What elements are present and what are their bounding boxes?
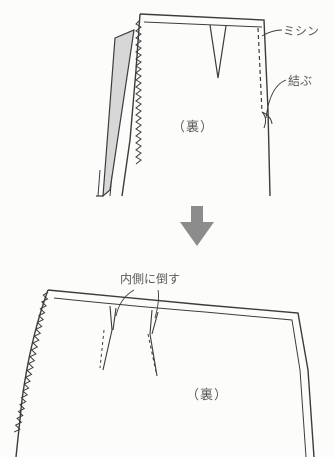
bottom-zigzag-edge	[13, 291, 49, 433]
inner-facing-panel	[102, 29, 135, 198]
dart	[209, 24, 227, 79]
dart-stitches	[99, 329, 157, 373]
bottom-waistline	[53, 297, 307, 457]
fold-leader-2	[154, 289, 160, 319]
top-skirt-panel	[96, 13, 287, 198]
machine-leader	[261, 29, 283, 37]
folded-dart-2	[149, 309, 159, 377]
folded-dart-1	[102, 305, 117, 371]
bottom-skirt-panel	[13, 289, 315, 457]
zigzag-overlock-edge	[135, 19, 142, 165]
stitch-line	[257, 27, 263, 113]
hem-lines	[97, 169, 113, 197]
down-arrow	[180, 206, 214, 246]
knot-leader	[265, 79, 287, 119]
bottom-skirt-outline	[15, 289, 315, 457]
thread-ends	[261, 111, 273, 129]
waistline	[143, 21, 263, 28]
fold-leader-1	[115, 289, 135, 317]
skirt-outline	[121, 13, 271, 197]
